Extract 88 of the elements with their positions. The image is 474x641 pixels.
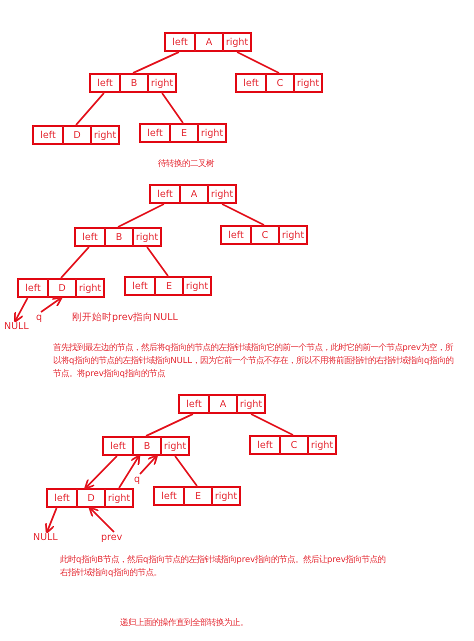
connector-line: [132, 51, 180, 74]
pointer-field-label: right: [278, 227, 306, 243]
pointer-field-label: left: [227, 228, 245, 242]
pointer-field-label: right: [197, 125, 225, 141]
arrow: [88, 506, 115, 533]
node-value: B: [119, 75, 147, 91]
pointer-field-label: left: [256, 438, 274, 452]
pointer-label: q: [134, 474, 140, 486]
pointer-field-label: left: [53, 492, 71, 506]
tree-node-box: [249, 435, 337, 455]
pointer-field-label: right: [293, 75, 321, 91]
pointer-field-label: left: [146, 126, 164, 140]
tree-node-box: [124, 276, 212, 296]
pointer-field-label: left: [242, 76, 260, 90]
node-value: C: [265, 75, 293, 91]
pointer-field-label: right: [211, 488, 239, 504]
pointer-field-label: right: [207, 186, 235, 202]
node-value: A: [194, 34, 222, 50]
pointer-field-label: right: [236, 396, 264, 412]
node-value: E: [169, 125, 197, 141]
connector-line: [146, 413, 194, 437]
node-value: D: [62, 127, 90, 143]
pointer-field-label: left: [24, 282, 42, 296]
arrow: [14, 298, 28, 323]
node-value: B: [104, 229, 132, 245]
description-paragraph: 此时q指向B节点，然后q指向节点的左指针域指向prev指向的节点。然后让prev指向节点的右指针域指向q指向的节点。: [60, 553, 387, 579]
connector-line: [236, 51, 280, 74]
pointer-field-label: right: [90, 127, 118, 143]
pointer-field-label: left: [185, 398, 203, 412]
description-paragraph: 首先找到最左边的节点，然后将q指向的节点的左指针域指向它的前一个节点，此时它的前一个节点prev为空，所以将q指向的节点的左指针域指向NULL，因为它前一个节点不存在，所以不用将前面指针的右指针域指向q指向的节点。将prev指向q指向的节点: [53, 341, 454, 380]
connector-line: [60, 246, 90, 279]
pointer-field-label: right: [132, 229, 160, 245]
tree-node-box: [32, 125, 120, 145]
tree-node-box: [102, 436, 190, 456]
pointer-label: q: [36, 312, 42, 324]
pointer-field-label: left: [39, 128, 57, 142]
arrow: [139, 454, 158, 475]
tree-node-box: [235, 73, 323, 93]
arrow: [84, 455, 118, 490]
tree-node-box: [153, 486, 241, 506]
node-value: B: [132, 438, 160, 454]
caption-text: 待转换的二叉树: [158, 157, 214, 170]
tree-node-box: [139, 123, 227, 143]
pointer-field-label: right: [160, 438, 188, 454]
note-text: 刚开始时prev指向NULL: [72, 311, 178, 324]
pointer-field-label: left: [109, 440, 127, 454]
tree-node-box: [17, 278, 105, 298]
connector-line: [222, 203, 264, 226]
null-label: NULL: [4, 321, 29, 333]
pointer-label: prev: [101, 532, 122, 544]
pointer-field-label: right: [104, 490, 132, 506]
node-value: A: [208, 396, 236, 412]
tree-node-box: [74, 227, 162, 247]
pointer-field-label: right: [222, 34, 250, 50]
connector-line: [75, 92, 105, 126]
node-value: D: [47, 280, 75, 296]
tree-node-box: [164, 32, 252, 52]
connector-line: [174, 455, 198, 487]
pointer-field-label: right: [182, 278, 210, 294]
node-value: D: [76, 490, 104, 506]
pointer-field-label: left: [160, 490, 178, 504]
pointer-field-label: left: [171, 36, 189, 50]
pointer-field-label: left: [96, 76, 114, 90]
node-value: E: [183, 488, 211, 504]
node-value: C: [250, 227, 278, 243]
connector-line: [250, 413, 294, 436]
tree-node-box: [46, 488, 134, 508]
tree-node-box: [89, 73, 177, 93]
arrow: [40, 296, 63, 313]
pointer-field-label: left: [131, 280, 149, 294]
tree-node-box: [220, 225, 308, 245]
connector-line: [161, 92, 184, 124]
pointer-field-label: left: [81, 230, 99, 244]
pointer-field-label: right: [147, 75, 175, 91]
pointer-field-label: left: [156, 188, 174, 202]
null-label: NULL: [33, 532, 58, 544]
arrow: [118, 454, 140, 488]
arrow: [44, 508, 58, 534]
node-value: E: [154, 278, 182, 294]
connector-line: [146, 246, 169, 277]
pointer-field-label: right: [75, 280, 103, 296]
pointer-field-label: right: [307, 437, 335, 453]
tree-node-box: [178, 394, 266, 414]
connector-line: [118, 203, 164, 228]
tree-node-box: [149, 184, 237, 204]
node-value: A: [179, 186, 207, 202]
summary-text: 递归上面的操作直到全部转换为止。: [120, 616, 248, 629]
node-value: C: [279, 437, 307, 453]
